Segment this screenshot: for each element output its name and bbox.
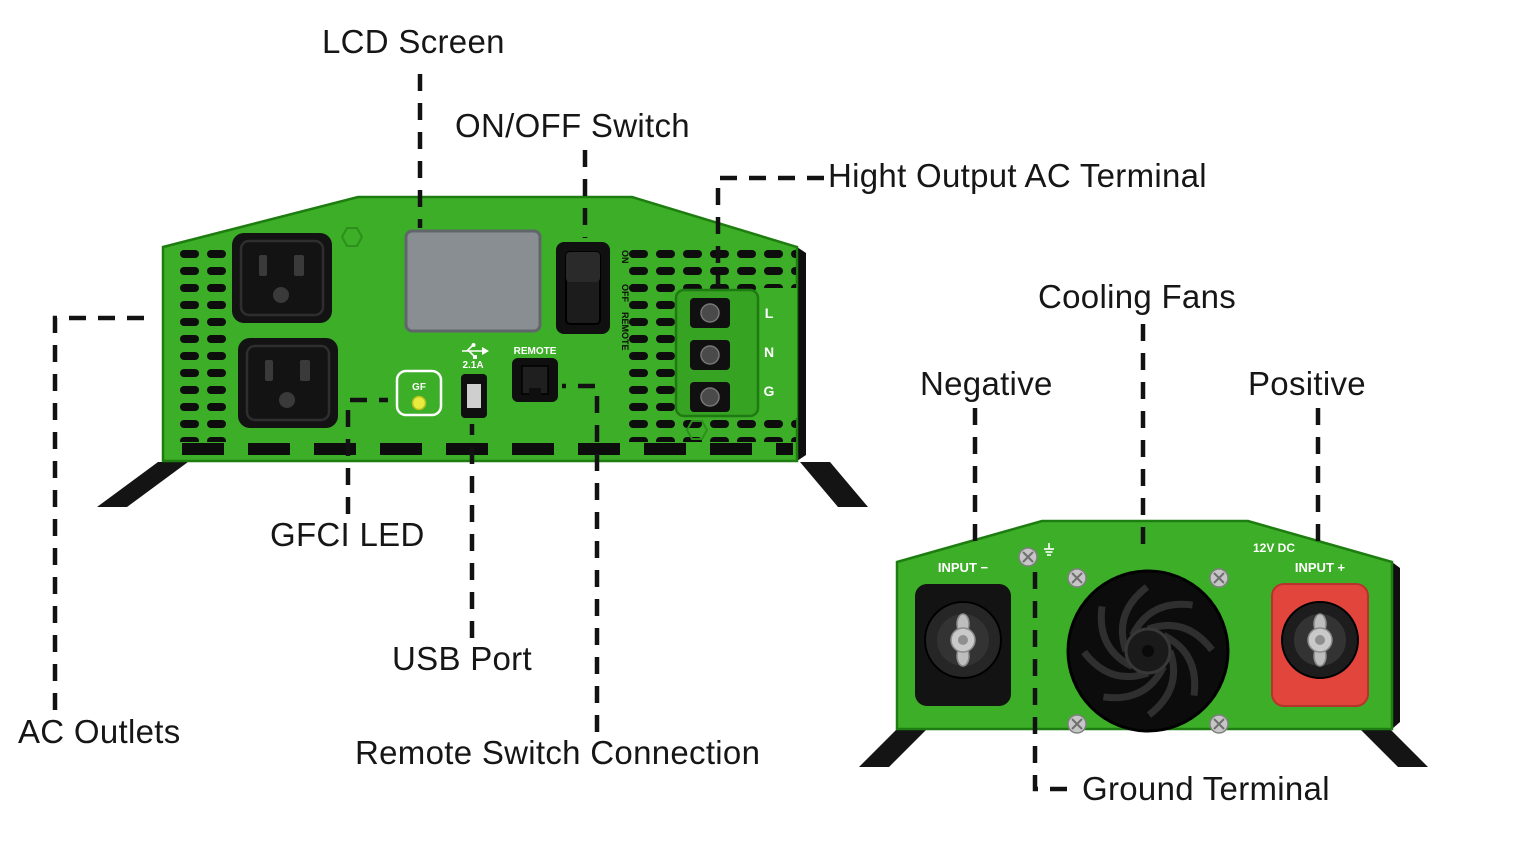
on-off-switch[interactable] <box>556 242 610 334</box>
front-left-vents <box>180 250 226 442</box>
switch-label-off: OFF <box>620 284 630 302</box>
remote-switch-jack[interactable]: REMOTE <box>512 346 558 402</box>
hex-screw-icon <box>685 420 709 440</box>
switch-label-on: ON <box>620 250 630 264</box>
remote-jack-label: REMOTE <box>514 346 557 357</box>
input-negative-label: INPUT − <box>938 560 989 575</box>
ac-outlets-label: AC Outlets <box>18 713 181 750</box>
gfci-led-callout-line <box>345 397 388 514</box>
ac-outlet-bottom <box>236 336 340 430</box>
terminal-pin-g: G <box>764 383 775 399</box>
gfci-led-module: GF <box>395 369 443 417</box>
cooling-fan <box>1066 569 1230 733</box>
rear-left-foot <box>859 729 927 767</box>
fan-screw <box>1067 714 1087 734</box>
fan-screw <box>1209 714 1229 734</box>
on-off-switch-label: ON/OFF Switch <box>455 107 690 144</box>
rear-right-foot <box>1360 729 1428 767</box>
terminal-pin-n: N <box>764 344 774 360</box>
gfci-text: GF <box>412 382 426 393</box>
ac-output-terminal: L N G <box>674 288 797 418</box>
usb-icon <box>462 343 489 359</box>
ac-outlets-callout-line <box>52 315 150 710</box>
negative-label: Negative <box>920 365 1053 402</box>
inverter-front-panel: ON OFF REMOTE GF 2.1A REMOTE <box>97 195 868 507</box>
callout-lines <box>52 74 1321 792</box>
lcd-screen <box>404 229 542 333</box>
gfci-led-indicator <box>411 395 427 411</box>
hex-screw-icon <box>340 227 364 247</box>
inverter-rear-panel: INPUT − INPUT + 12V DC <box>859 519 1428 767</box>
switch-label-remote: REMOTE <box>620 312 630 351</box>
ac-outlet-top <box>230 231 334 325</box>
positive-input-terminal <box>1271 583 1369 707</box>
usb-port[interactable]: 2.1A <box>461 343 489 418</box>
high-output-ac-terminal-label: Hight Output AC Terminal <box>828 157 1207 194</box>
remote-switch-connection-label: Remote Switch Connection <box>355 734 761 771</box>
gfci-led-label: GFCI LED <box>270 516 425 553</box>
fan-screw <box>1067 568 1087 588</box>
positive-label: Positive <box>1248 365 1366 402</box>
dc-rating-label: 12V DC <box>1253 541 1295 555</box>
usb-rating-text: 2.1A <box>462 360 483 371</box>
input-positive-label: INPUT + <box>1295 560 1346 575</box>
lcd-screen-label: LCD Screen <box>322 23 505 60</box>
fan-screw <box>1209 568 1229 588</box>
high-output-terminal-callout-line <box>715 175 824 286</box>
ground-symbol-icon <box>1044 543 1054 556</box>
ground-terminal-screw <box>1018 547 1038 567</box>
usb-port-label: USB Port <box>392 640 532 677</box>
rear-side-edge <box>1392 562 1400 729</box>
cooling-fans-label: Cooling Fans <box>1038 278 1237 315</box>
front-side-edge <box>797 247 806 461</box>
front-left-foot <box>97 462 188 507</box>
fan-blades <box>1081 584 1215 718</box>
negative-input-terminal <box>915 584 1011 706</box>
ground-terminal-label: Ground Terminal <box>1082 770 1330 807</box>
terminal-pin-l: L <box>765 305 774 321</box>
front-right-foot <box>800 462 868 507</box>
ground-terminal-callout-line <box>1032 572 1076 792</box>
